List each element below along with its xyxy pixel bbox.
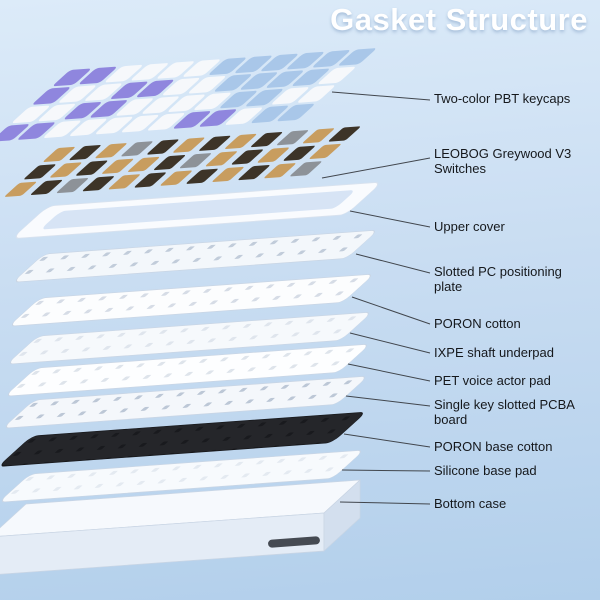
callout-line-plate bbox=[355, 253, 431, 274]
callout-line-ixpe bbox=[349, 332, 431, 354]
callout-line-switches bbox=[321, 157, 431, 179]
layer-ixpe-underpad bbox=[9, 312, 369, 365]
callout-line-keycaps bbox=[331, 91, 431, 101]
callout-label-poron-cotton: PORON cotton bbox=[434, 316, 521, 331]
layer-upper-cover bbox=[15, 182, 379, 239]
layer-poron-cotton bbox=[11, 274, 371, 327]
callout-label-pcba: Single key slotted PCBA board bbox=[434, 397, 575, 427]
callout-line-pcba bbox=[345, 395, 431, 407]
usb-slot bbox=[268, 536, 320, 548]
callout-label-bottom-case: Bottom case bbox=[434, 496, 507, 511]
callout-line-poron-base bbox=[343, 433, 431, 448]
callout-line-pet bbox=[347, 363, 431, 382]
callout-label-silicone: Silicone base pad bbox=[434, 463, 537, 478]
callout-label-ixpe: IXPE shaft underpad bbox=[434, 345, 554, 360]
callout-label-plate: Slotted PC positioning plate bbox=[434, 264, 562, 294]
callout-line-poron-cotton bbox=[351, 296, 431, 325]
layer-poron-base-cotton bbox=[1, 412, 363, 467]
layer-pet-pad bbox=[7, 344, 367, 397]
callout-line-bottom-case bbox=[339, 501, 431, 505]
callout-label-poron-base: PORON base cotton bbox=[434, 439, 553, 454]
callout-line-silicone bbox=[341, 469, 431, 472]
callout-label-switches: LEOBOG Greywood V3 Switches bbox=[434, 146, 572, 176]
layer-silicone-base-pad bbox=[1, 450, 361, 503]
layer-pcba-board bbox=[5, 376, 365, 429]
callout-label-keycaps: Two-color PBT keycaps bbox=[434, 91, 571, 106]
layer-bottom-case bbox=[0, 479, 361, 575]
layer-switches bbox=[5, 126, 360, 197]
callout-line-upper-cover bbox=[349, 210, 431, 228]
layer-keycaps bbox=[0, 48, 376, 142]
callout-label-pet: PET voice actor pad bbox=[434, 373, 551, 388]
layer-positioning-plate bbox=[15, 230, 375, 283]
callout-lines bbox=[321, 91, 431, 505]
callout-label-upper-cover: Upper cover bbox=[434, 219, 505, 234]
page-title: Gasket Structure bbox=[330, 2, 588, 37]
